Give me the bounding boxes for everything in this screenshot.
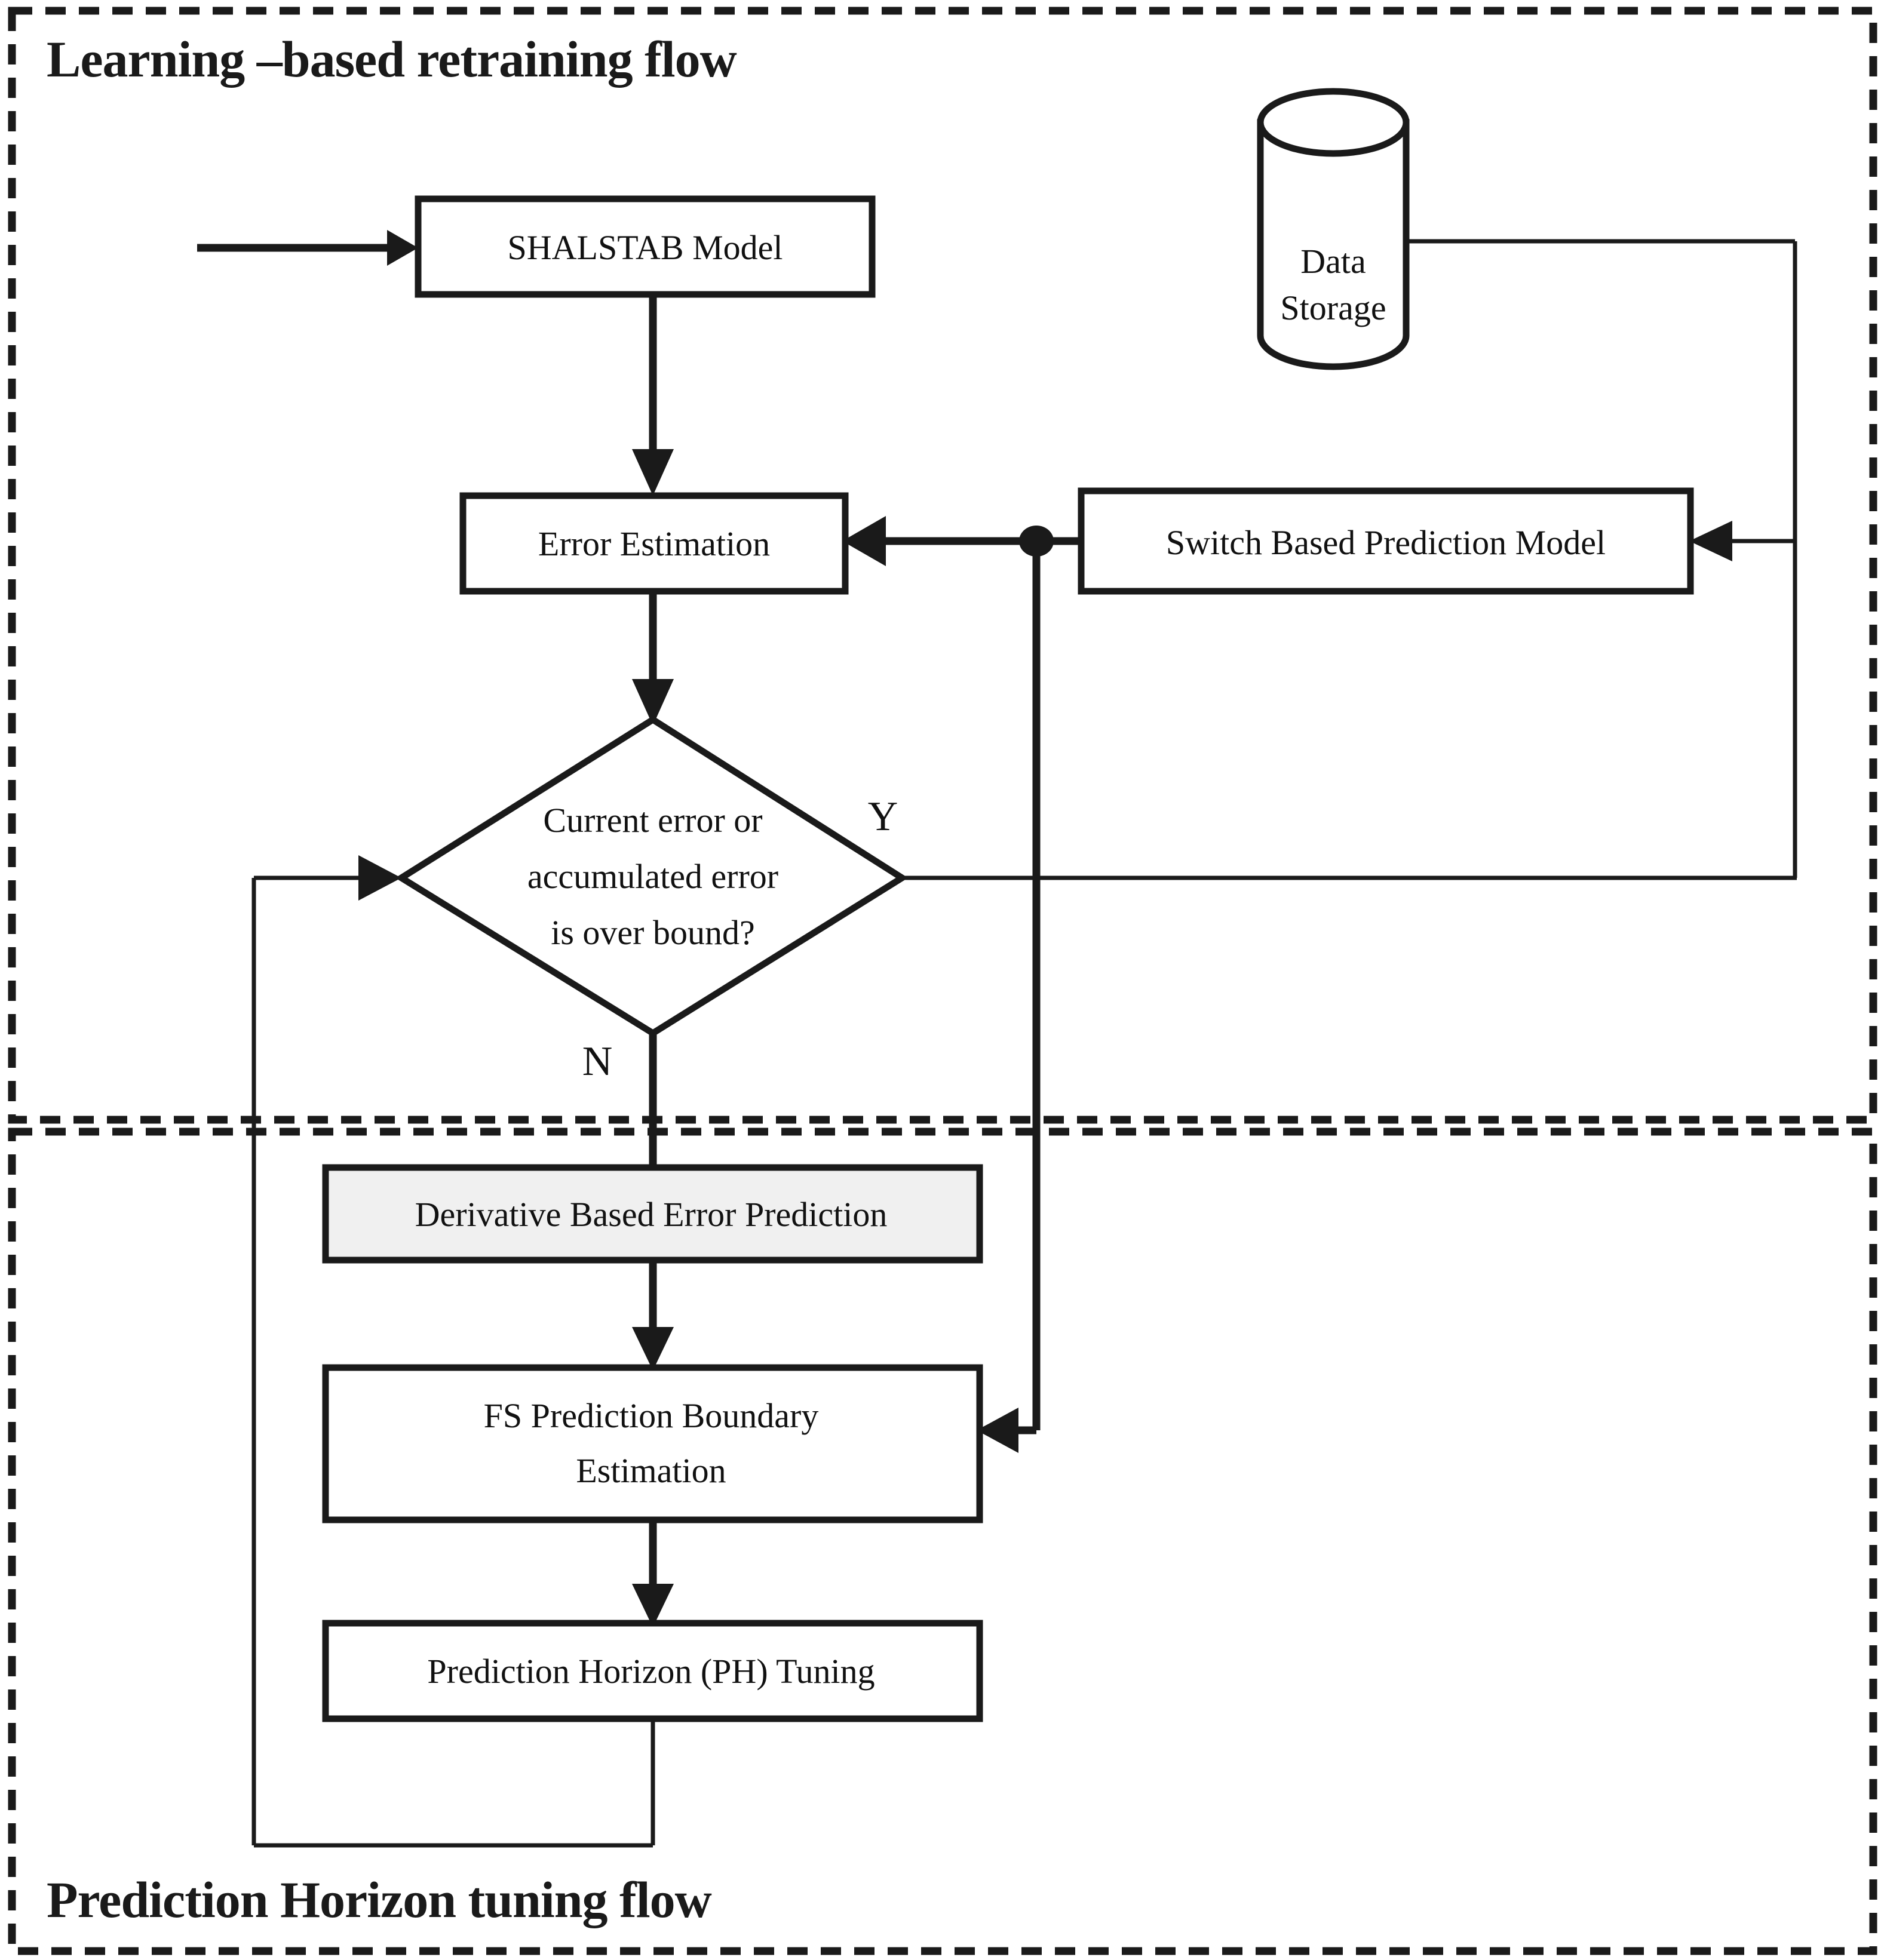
- shalstab-label: SHALSTAB Model: [508, 228, 783, 267]
- bottom-panel-border: [8, 1128, 1877, 1955]
- arrowhead-shalstab-to-error: [632, 449, 674, 496]
- data-storage-label-line1: Data: [1300, 242, 1366, 281]
- fs-boundary-label-line2: Estimation: [576, 1451, 726, 1490]
- fs-boundary-label-line1: FS Prediction Boundary: [484, 1396, 819, 1435]
- node-error-estimation[interactable]: Error Estimation: [459, 492, 849, 595]
- arrowhead-feedback-to-decision: [358, 855, 401, 901]
- decision-label-line1: Current error or: [543, 801, 762, 840]
- node-prediction-horizon-tuning[interactable]: Prediction Horizon (PH) Tuning: [322, 1620, 983, 1722]
- data-storage-label-line2: Storage: [1280, 288, 1386, 327]
- arrowhead-input-to-shalstab: [387, 230, 418, 266]
- arrowhead-switch-to-error: [842, 516, 886, 566]
- derivative-prediction-box: [322, 1164, 983, 1264]
- shalstab-box: [415, 195, 876, 298]
- data-storage-cylinder-body: [1257, 119, 1410, 370]
- derivative-prediction-label: Derivative Based Error Prediction: [415, 1195, 888, 1234]
- arrowhead-right-bus-to-switch: [1689, 521, 1732, 561]
- node-decision-error-over-bound[interactable]: Current error or accumulated error is ov…: [395, 715, 909, 1037]
- node-data-storage[interactable]: Data Storage: [1257, 88, 1410, 370]
- node-fs-prediction-boundary-estimation[interactable]: FS Prediction Boundary Estimation: [322, 1364, 983, 1523]
- arrowhead-derivative-to-fs: [632, 1327, 674, 1371]
- arrowhead-junction-to-fs: [977, 1408, 1018, 1453]
- decision-diamond: [395, 715, 909, 1037]
- error-estimation-label: Error Estimation: [538, 524, 770, 563]
- data-storage-cylinder-top: [1257, 88, 1410, 157]
- decision-label-line3: is over bound?: [551, 913, 755, 952]
- bottom-panel-title: Prediction Horizon tuning flow: [47, 1871, 712, 1928]
- arrowhead-fs-to-ph: [632, 1584, 674, 1627]
- node-switch-based-prediction-model[interactable]: Switch Based Prediction Model: [1078, 487, 1694, 595]
- node-derivative-based-error-prediction[interactable]: Derivative Based Error Prediction: [322, 1164, 983, 1264]
- ph-tuning-label: Prediction Horizon (PH) Tuning: [427, 1652, 875, 1691]
- error-estimation-box: [459, 492, 849, 595]
- decision-label-line2: accumulated error: [527, 857, 778, 896]
- top-panel-border: [8, 7, 1877, 1124]
- switch-model-label: Switch Based Prediction Model: [1166, 523, 1606, 562]
- switch-model-box: [1078, 487, 1694, 595]
- fs-boundary-box: [322, 1364, 983, 1523]
- top-panel-title: Learning –based retraining flow: [47, 30, 737, 88]
- branch-label-no: N: [582, 1039, 613, 1085]
- ph-tuning-box: [322, 1620, 983, 1722]
- node-shalstab-model[interactable]: SHALSTAB Model: [415, 195, 876, 298]
- arrowhead-error-to-decision: [632, 679, 674, 726]
- branch-label-yes: Y: [868, 794, 898, 840]
